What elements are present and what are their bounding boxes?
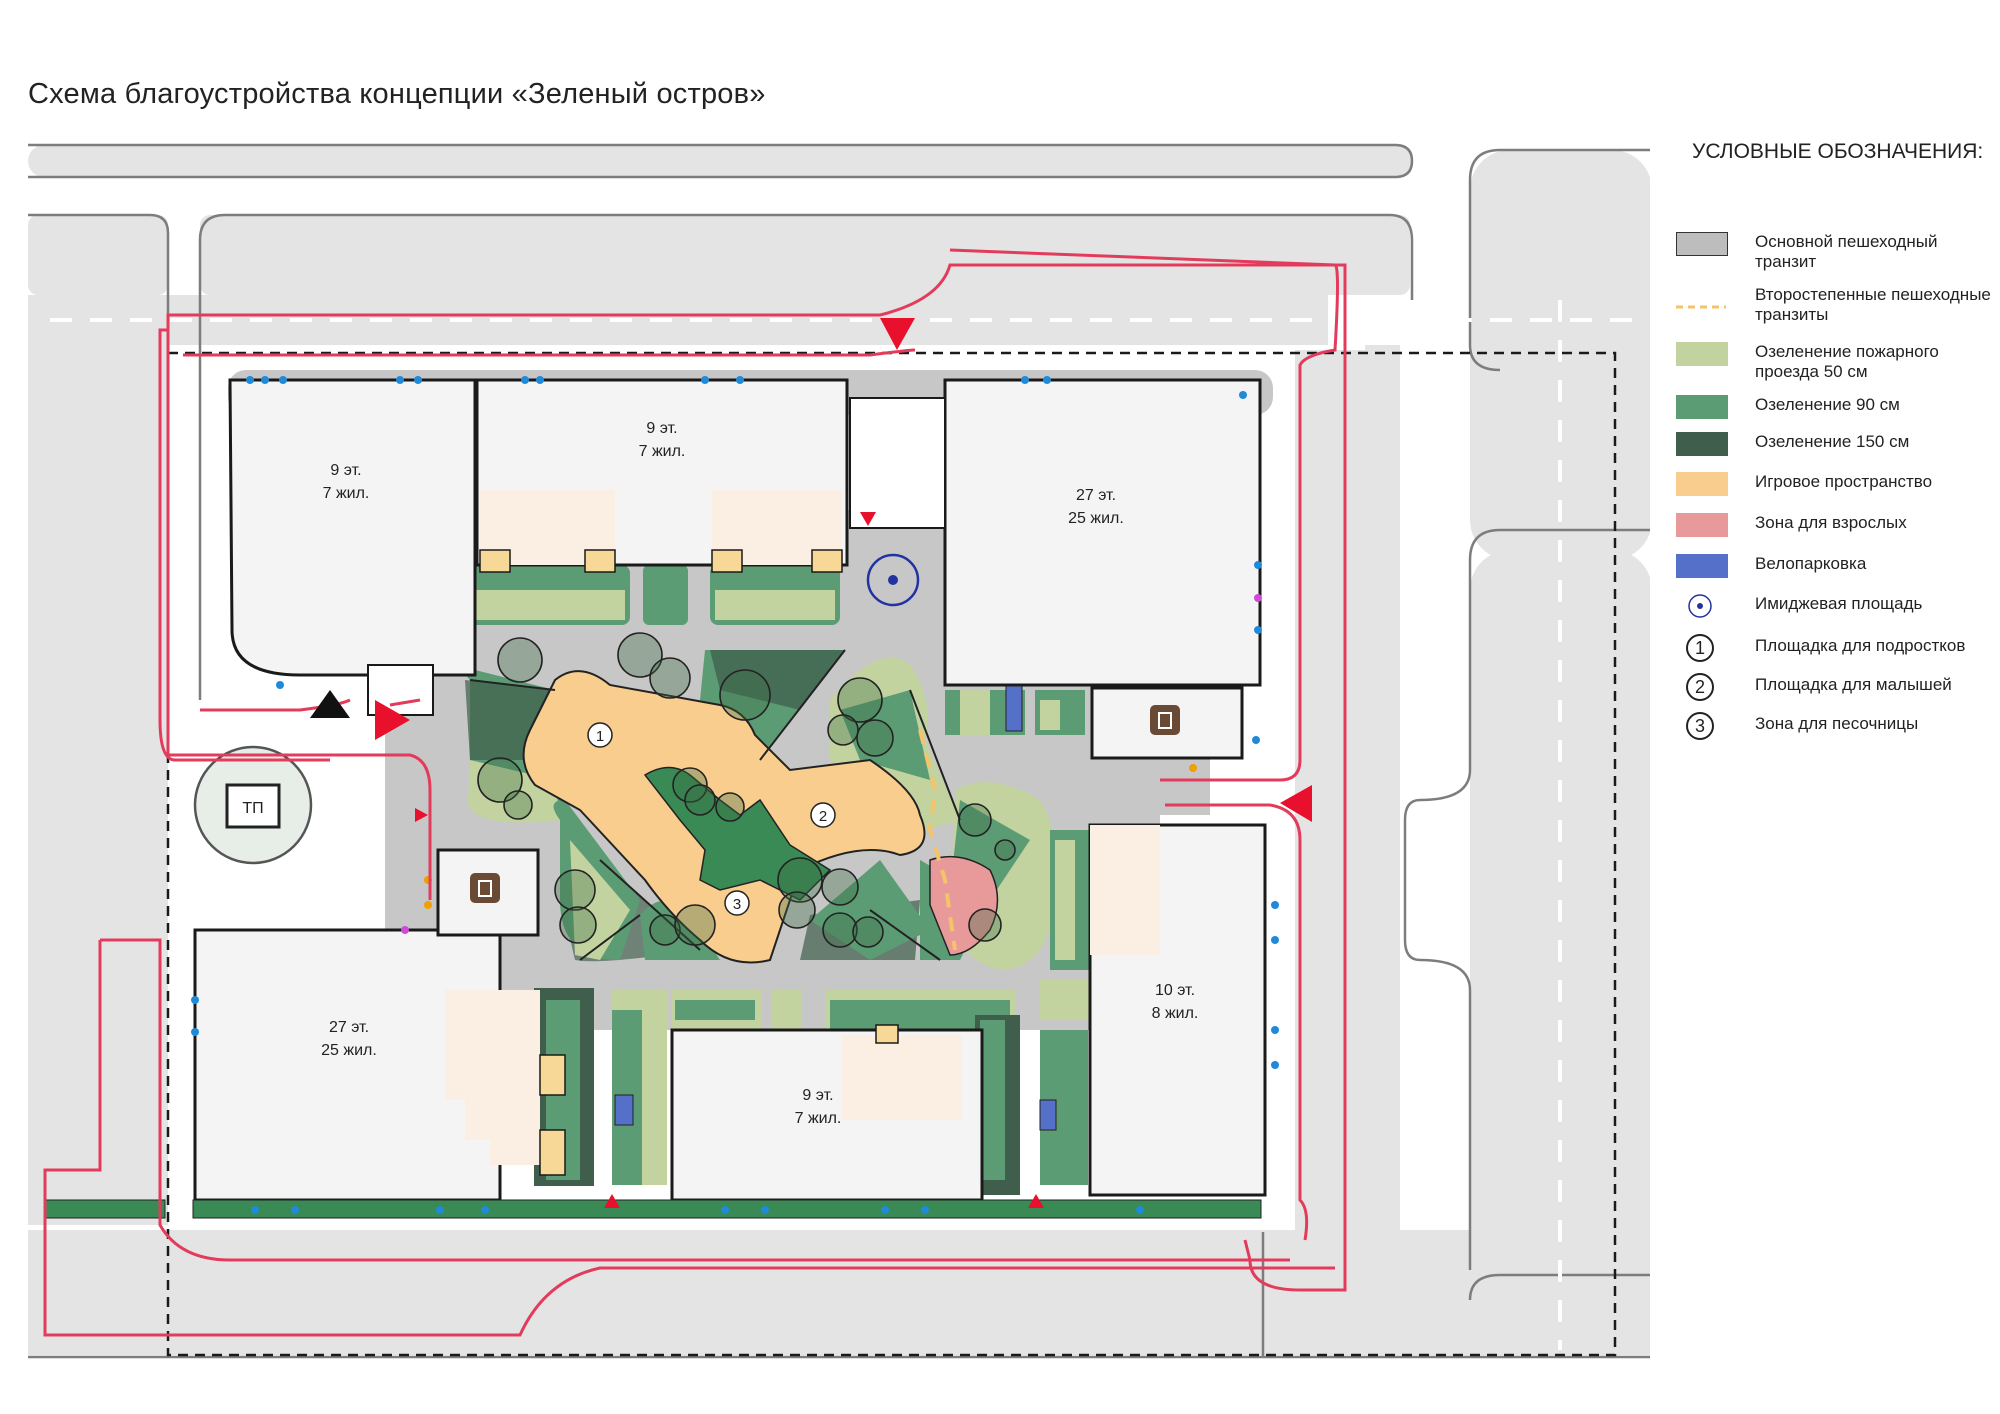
building-s-residents: 7 жил. xyxy=(795,1110,842,1127)
trash-bin-icon xyxy=(470,705,1180,903)
legend-label: Имиджевая площадь xyxy=(1755,594,1923,613)
legend-title: УСЛОВНЫЕ ОБОЗНАЧЕНИЯ: xyxy=(1692,140,1984,163)
pink-swatch-icon xyxy=(1676,513,1728,537)
page-title: Схема благоустройства концепции «Зеленый… xyxy=(28,78,766,110)
pedestrian-route xyxy=(43,248,1347,1337)
gray-swatch-icon xyxy=(1676,232,1728,256)
building-nw-floors: 9 эт. xyxy=(330,462,361,479)
building-ne-floors: 27 эт. xyxy=(1076,487,1116,504)
building-n-floors: 9 эт. xyxy=(646,420,677,437)
green-swatch-icon xyxy=(1676,395,1728,419)
legend-label: Игровое пространство xyxy=(1755,472,1933,491)
dashed-line-icon xyxy=(1676,305,1726,309)
building-s-floors: 9 эт. xyxy=(802,1087,833,1104)
orange-swatch-icon xyxy=(1676,472,1728,496)
legend-label: Зона для песочницы xyxy=(1755,714,1919,733)
legend-label: Зона для взрослых xyxy=(1755,513,1907,532)
play-greenery xyxy=(643,766,832,901)
dot-circle-icon xyxy=(1688,594,1712,618)
building-sw-residents: 25 жил. xyxy=(321,1042,377,1059)
building-sw-floors: 27 эт. xyxy=(329,1019,369,1036)
image-square-icon xyxy=(866,553,920,607)
secondary-transit xyxy=(918,729,957,951)
trees xyxy=(477,632,1016,948)
courtyard-paths xyxy=(469,649,961,961)
transformer-label: ТП xyxy=(242,800,263,817)
play-numbers: 1 2 3 xyxy=(587,722,836,916)
play-number-2: 2 xyxy=(819,808,827,825)
play-number-1: 1 xyxy=(596,728,604,745)
legend-label: Озеленение пожарного проезда 50 см xyxy=(1755,342,1939,381)
building-e-floors: 10 эт. xyxy=(1155,982,1195,999)
street-outlines xyxy=(28,143,1650,1359)
dark-green-swatch-icon xyxy=(1676,432,1728,456)
play-number-3: 3 xyxy=(733,896,741,913)
entrance-arrows xyxy=(310,318,1312,1208)
bike-parkings xyxy=(614,685,1057,1131)
building-ne-residents: 25 жил. xyxy=(1068,510,1124,527)
entrance-markers xyxy=(191,376,1279,1214)
legend-label: Озеленение 150 см xyxy=(1755,432,1910,451)
transformer-station: ТП xyxy=(193,745,313,865)
legend-label: Основной пешеходный транзит xyxy=(1755,232,1938,271)
legend-label: Площадка для малышей xyxy=(1755,675,1952,694)
number-two-icon: 2 xyxy=(1686,673,1714,701)
blue-swatch-icon xyxy=(1676,554,1728,578)
building-n-residents: 7 жил. xyxy=(639,443,686,460)
building-labels: 9 эт. 7 жил. 9 эт. 7 жил. 27 эт. 25 жил.… xyxy=(321,420,1198,1127)
buildings xyxy=(193,378,1267,1202)
magenta-markers xyxy=(401,594,1262,934)
legend-label: Второстепенные пешеходные транзиты xyxy=(1755,285,1991,324)
building-e-residents: 8 жил. xyxy=(1152,1005,1199,1022)
legend-label: Велопарковка xyxy=(1755,554,1867,573)
south-green-strip xyxy=(44,1199,1262,1219)
legend-label: Озеленение 90 см xyxy=(1755,395,1900,414)
number-one-icon: 1 xyxy=(1686,634,1714,662)
road-markings xyxy=(50,300,1650,1350)
legend-label: Площадка для подростков xyxy=(1755,636,1966,655)
site-plan-map: ТП xyxy=(28,143,1650,1359)
light-green-swatch-icon xyxy=(1676,342,1728,366)
building-nw-residents: 7 жил. xyxy=(323,485,370,502)
number-three-icon: 3 xyxy=(1686,712,1714,740)
